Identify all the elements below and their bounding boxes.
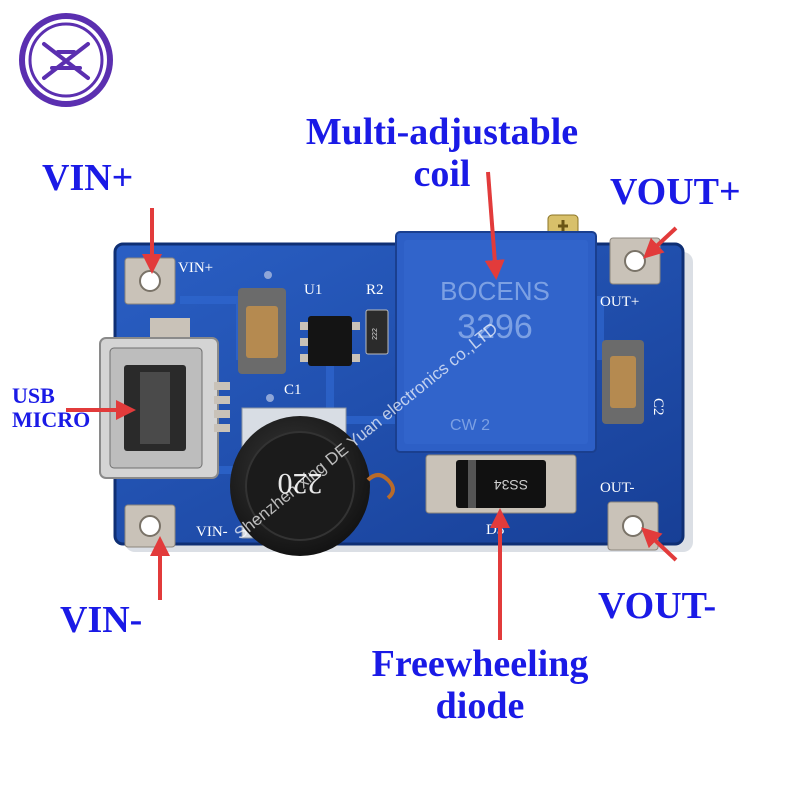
potentiometer-coil: BOCENS 3296 CW 2 <box>395 214 597 453</box>
svg-text:220: 220 <box>278 467 323 500</box>
svg-text:222: 222 <box>372 328 379 340</box>
capacitor-c2 <box>602 340 644 424</box>
pad-vin-plus <box>124 257 176 305</box>
silk-vin-minus: VIN- <box>196 524 228 540</box>
label-vin-plus: VIN+ <box>42 157 134 199</box>
arrow-vout-plus <box>643 226 678 259</box>
label-freewheeling-diode: Freewheeling diode <box>320 643 640 728</box>
label-diode-line2: diode <box>435 684 525 727</box>
svg-text:SS34: SS34 <box>494 477 528 493</box>
usb-micro-connector <box>99 318 230 479</box>
inductor: 220 <box>230 407 395 556</box>
silk-out-plus: OUT+ <box>600 294 639 310</box>
arrow-vout-minus <box>641 527 678 562</box>
label-vin-minus: VIN- <box>60 599 143 641</box>
callout-arrows <box>66 171 678 640</box>
silk-u1: U1 <box>304 282 322 298</box>
diode-d3: SS34 <box>425 454 577 514</box>
pad-vin-minus <box>124 504 176 548</box>
pad-out-minus <box>607 501 659 551</box>
label-diode-line1: Freewheeling <box>371 643 589 685</box>
label-vout-minus: VOUT- <box>598 585 717 627</box>
svg-text:CW 2: CW 2 <box>450 417 490 434</box>
label-usb-line2: MICRO <box>12 407 91 433</box>
arrow-coil <box>484 171 505 280</box>
label-usb-micro: USB MICRO <box>12 383 91 433</box>
silk-out-minus: OUT- <box>600 480 634 496</box>
silk-r2: R2 <box>366 282 384 298</box>
pad-out-plus <box>609 237 661 285</box>
svg-text:3296: 3296 <box>457 308 533 346</box>
chip-u1 <box>300 316 360 366</box>
silk-vin-plus: VIN+ <box>178 260 213 276</box>
silk-c2: C2 <box>650 398 666 416</box>
label-multi-adjustable-coil: Multi-adjustable coil <box>262 111 622 196</box>
label-coil-line2: coil <box>413 152 471 195</box>
company-logo-icon <box>19 13 113 107</box>
label-usb-line1: USB <box>12 383 55 408</box>
svg-text:BOCENS: BOCENS <box>440 276 550 306</box>
resistor-r2: 222 <box>365 309 389 355</box>
capacitor-c1 <box>238 288 286 374</box>
label-vout-plus: VOUT+ <box>610 171 741 213</box>
label-coil-line1: Multi-adjustable <box>305 111 579 153</box>
silk-c1: C1 <box>284 382 302 398</box>
